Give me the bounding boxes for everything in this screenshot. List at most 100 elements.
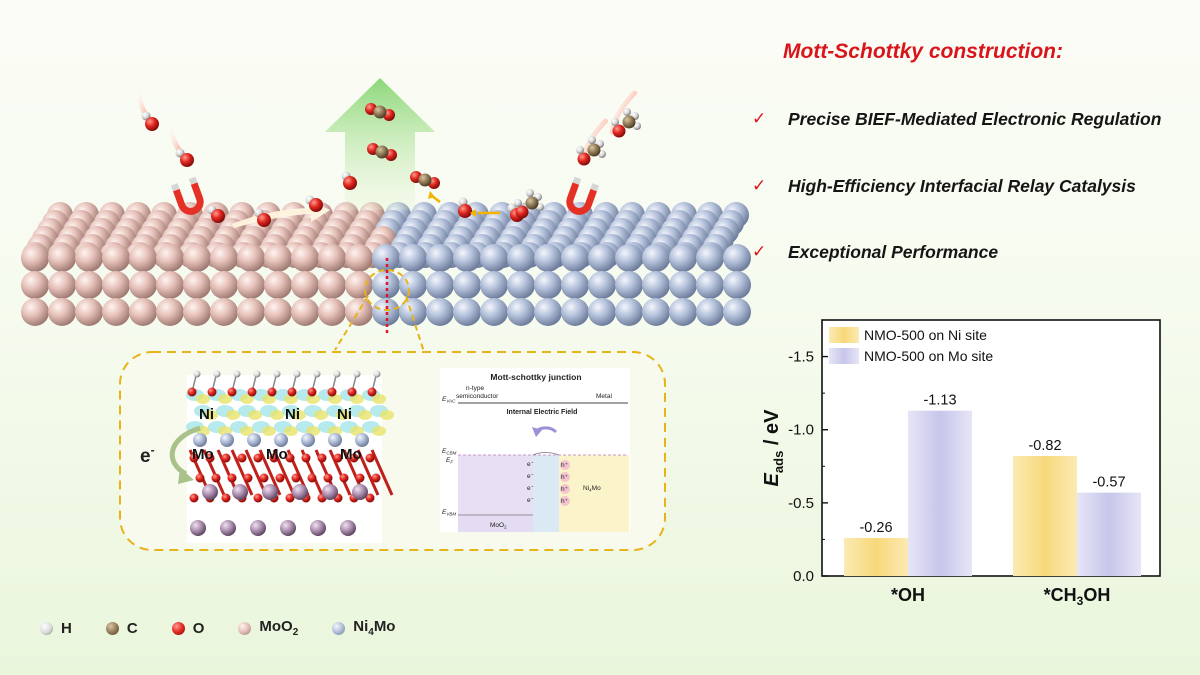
slab-atom xyxy=(129,271,157,299)
slab-atom xyxy=(102,244,130,272)
band-right-material: Ni4Mo xyxy=(583,485,601,493)
o-atom xyxy=(189,493,199,503)
charge-density-yellow xyxy=(372,426,386,436)
catalyst-slab xyxy=(21,202,751,326)
slab-atom xyxy=(264,298,292,326)
y-tick-label: -1.0 xyxy=(788,422,814,439)
chart-legend-label: NMO-500 on Mo site xyxy=(864,348,993,364)
o-atom xyxy=(301,453,311,463)
slab-atom xyxy=(21,244,49,272)
o-atom xyxy=(187,387,197,397)
legend-swatch-ni xyxy=(829,327,859,343)
product-release-arrow xyxy=(325,78,435,210)
charge-density-yellow xyxy=(358,410,372,420)
slab-atom xyxy=(480,298,508,326)
legend-label: O xyxy=(192,619,205,637)
o-atom xyxy=(515,205,529,219)
mo-label-2: Mo xyxy=(266,446,288,463)
legend-label: C xyxy=(126,619,138,637)
o-atom xyxy=(307,473,317,483)
slab-atom xyxy=(669,298,697,326)
zoom-circle xyxy=(364,269,410,311)
band-ecbm: ECBM xyxy=(442,448,457,456)
o-atom xyxy=(221,453,231,463)
atom-legend: H C O MoO2 Ni4Mo xyxy=(40,618,429,638)
slab-atom xyxy=(318,244,346,272)
slab-atom xyxy=(561,298,589,326)
mo-atom xyxy=(250,520,266,536)
o-atom xyxy=(365,453,375,463)
bond xyxy=(356,449,380,496)
slab-atom xyxy=(480,244,508,272)
o-atom xyxy=(323,473,333,483)
oh-transfer-arrow xyxy=(232,200,330,228)
slab-atom xyxy=(642,244,670,272)
slab-atom xyxy=(156,298,184,326)
o-atom xyxy=(291,473,301,483)
charge-density-yellow xyxy=(336,410,350,420)
o-atom xyxy=(205,453,215,463)
slab-atom xyxy=(318,298,346,326)
o-atom xyxy=(365,493,375,503)
charge-density-yellow xyxy=(218,394,232,404)
c-atom xyxy=(622,115,636,129)
slab-atom xyxy=(345,244,373,272)
magnet-icon-left xyxy=(170,176,204,215)
y-axis-label: Eads / eV xyxy=(761,409,786,487)
charge-density-yellow xyxy=(284,394,298,404)
slab-atom xyxy=(75,271,103,299)
slab-atom xyxy=(426,271,454,299)
legend-item-o: O xyxy=(171,619,205,637)
slab-atom xyxy=(615,298,643,326)
h-atom xyxy=(233,370,241,378)
o-atom xyxy=(267,387,277,397)
h-atom xyxy=(333,370,341,378)
band-evbm: EVBM xyxy=(442,509,456,517)
mo-atom xyxy=(310,520,326,536)
h-atom xyxy=(623,108,631,116)
h-atom xyxy=(353,370,361,378)
slab-atom xyxy=(696,271,724,299)
o-atom xyxy=(227,387,237,397)
hole-carrier: h⁺ xyxy=(561,462,569,469)
ni-label-1: Ni xyxy=(199,406,214,423)
y-tick-label: 0.0 xyxy=(793,568,814,585)
magnet-icon-right xyxy=(566,176,600,215)
c-atom xyxy=(373,105,387,119)
h-atom xyxy=(293,370,301,378)
slab-atom xyxy=(669,271,697,299)
slab-atom xyxy=(102,298,130,326)
bullet-2-text: High-Efficiency Interfacial Relay Cataly… xyxy=(788,175,1136,196)
slab-atom xyxy=(129,298,157,326)
slab-atom xyxy=(696,244,724,272)
o-atom xyxy=(195,473,205,483)
slab-atom xyxy=(453,298,481,326)
hole-marker xyxy=(560,484,570,494)
h-atom xyxy=(213,370,221,378)
o-atom xyxy=(253,453,263,463)
slab-atom xyxy=(480,271,508,299)
o-atom xyxy=(333,453,343,463)
zoom-leader-lines xyxy=(334,295,426,356)
o-atom xyxy=(285,493,295,503)
band-ef: EF xyxy=(446,457,453,465)
c-atom-icon xyxy=(105,621,119,635)
bar-value-label: -0.82 xyxy=(1028,438,1061,454)
mo-atom xyxy=(301,433,315,447)
charge-density-yellow xyxy=(262,426,276,436)
slab-atom xyxy=(318,271,346,299)
bullet-2: ✓ High-Efficiency Interfacial Relay Cata… xyxy=(752,171,1136,201)
charge-density-yellow xyxy=(270,410,284,420)
slab-atom xyxy=(21,271,49,299)
o-atom xyxy=(243,473,253,483)
hole-marker xyxy=(560,496,570,506)
chart-legend-label: NMO-500 on Ni site xyxy=(864,327,987,343)
slab-atom xyxy=(264,271,292,299)
charge-density-yellow xyxy=(240,426,254,436)
o-atom xyxy=(259,473,269,483)
check-icon: ✓ xyxy=(752,109,767,129)
slab-atom xyxy=(21,298,49,326)
bond xyxy=(230,449,254,496)
